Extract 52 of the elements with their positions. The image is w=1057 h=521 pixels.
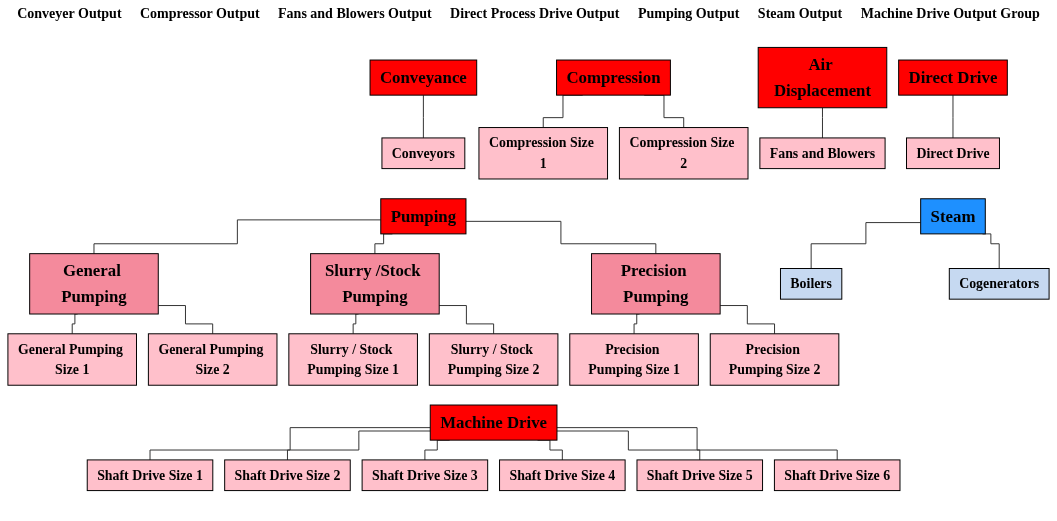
node-box: Conveyors	[381, 137, 466, 170]
group-heading: Pumping Output	[637, 6, 740, 22]
group-heading: Fans and Blowers Output	[278, 6, 432, 22]
node-box: Shaft Drive Size 5	[636, 459, 764, 492]
node-box: Shaft Drive Size 3	[361, 459, 489, 492]
connector	[719, 305, 776, 335]
node-box: Slurry / Stock Pumping Size 1	[288, 333, 418, 386]
group-heading: Machine Drive Output Group	[860, 6, 1040, 22]
node-box: Precision Pumping	[591, 253, 721, 315]
node-box: Shaft Drive Size 2	[224, 459, 351, 492]
group-heading: Conveyer Output	[17, 6, 122, 22]
node-box: General Pumping Size 1	[7, 333, 137, 386]
connector	[93, 219, 382, 255]
node-box: Direct Drive	[906, 137, 1000, 170]
connector	[952, 94, 954, 139]
node-box: Slurry / Stock Pumping Size 2	[428, 333, 559, 386]
connector	[556, 430, 701, 461]
node-box: Precision Pumping Size 2	[709, 333, 840, 386]
connector	[438, 305, 495, 335]
group-heading: Direct Process Drive Output	[450, 6, 620, 22]
connector	[822, 107, 823, 139]
node-box: General Pumping	[29, 253, 159, 315]
node-box: General Pumping Size 2	[147, 333, 278, 386]
node-box: Shaft Drive Size 6	[773, 459, 901, 492]
connector	[352, 313, 359, 335]
connector	[149, 427, 431, 461]
group-heading: Compressor Output	[139, 6, 260, 22]
node-box: Steam	[920, 198, 986, 235]
node-box: Air Displacement	[757, 46, 888, 109]
connector	[71, 313, 79, 335]
node-box: Shaft Drive Size 4	[499, 459, 626, 492]
node-box: Pumping	[380, 198, 467, 235]
node-box: Conveyance	[369, 59, 478, 96]
node-box: Shaft Drive Size 1	[86, 459, 214, 492]
connector	[286, 430, 431, 461]
node-box: Direct Drive	[898, 59, 1008, 96]
node-box: Cogenerators	[948, 268, 1050, 300]
connector	[633, 313, 640, 335]
node-box: Compression Size 2	[618, 127, 749, 180]
connector	[157, 305, 214, 335]
connector	[810, 222, 922, 269]
connector	[556, 427, 838, 461]
node-box: Boilers	[780, 268, 843, 300]
node-box: Fans and Blowers	[759, 137, 886, 170]
node-box: Compression	[556, 59, 671, 96]
node-box: Precision Pumping Size 1	[569, 333, 699, 386]
connector	[422, 94, 424, 139]
group-heading: Steam Output	[757, 6, 843, 22]
node-box: Compression Size 1	[478, 127, 609, 180]
node-box: Machine Drive	[429, 404, 558, 441]
node-box: Slurry /Stock Pumping	[310, 253, 440, 315]
connector	[465, 220, 657, 255]
